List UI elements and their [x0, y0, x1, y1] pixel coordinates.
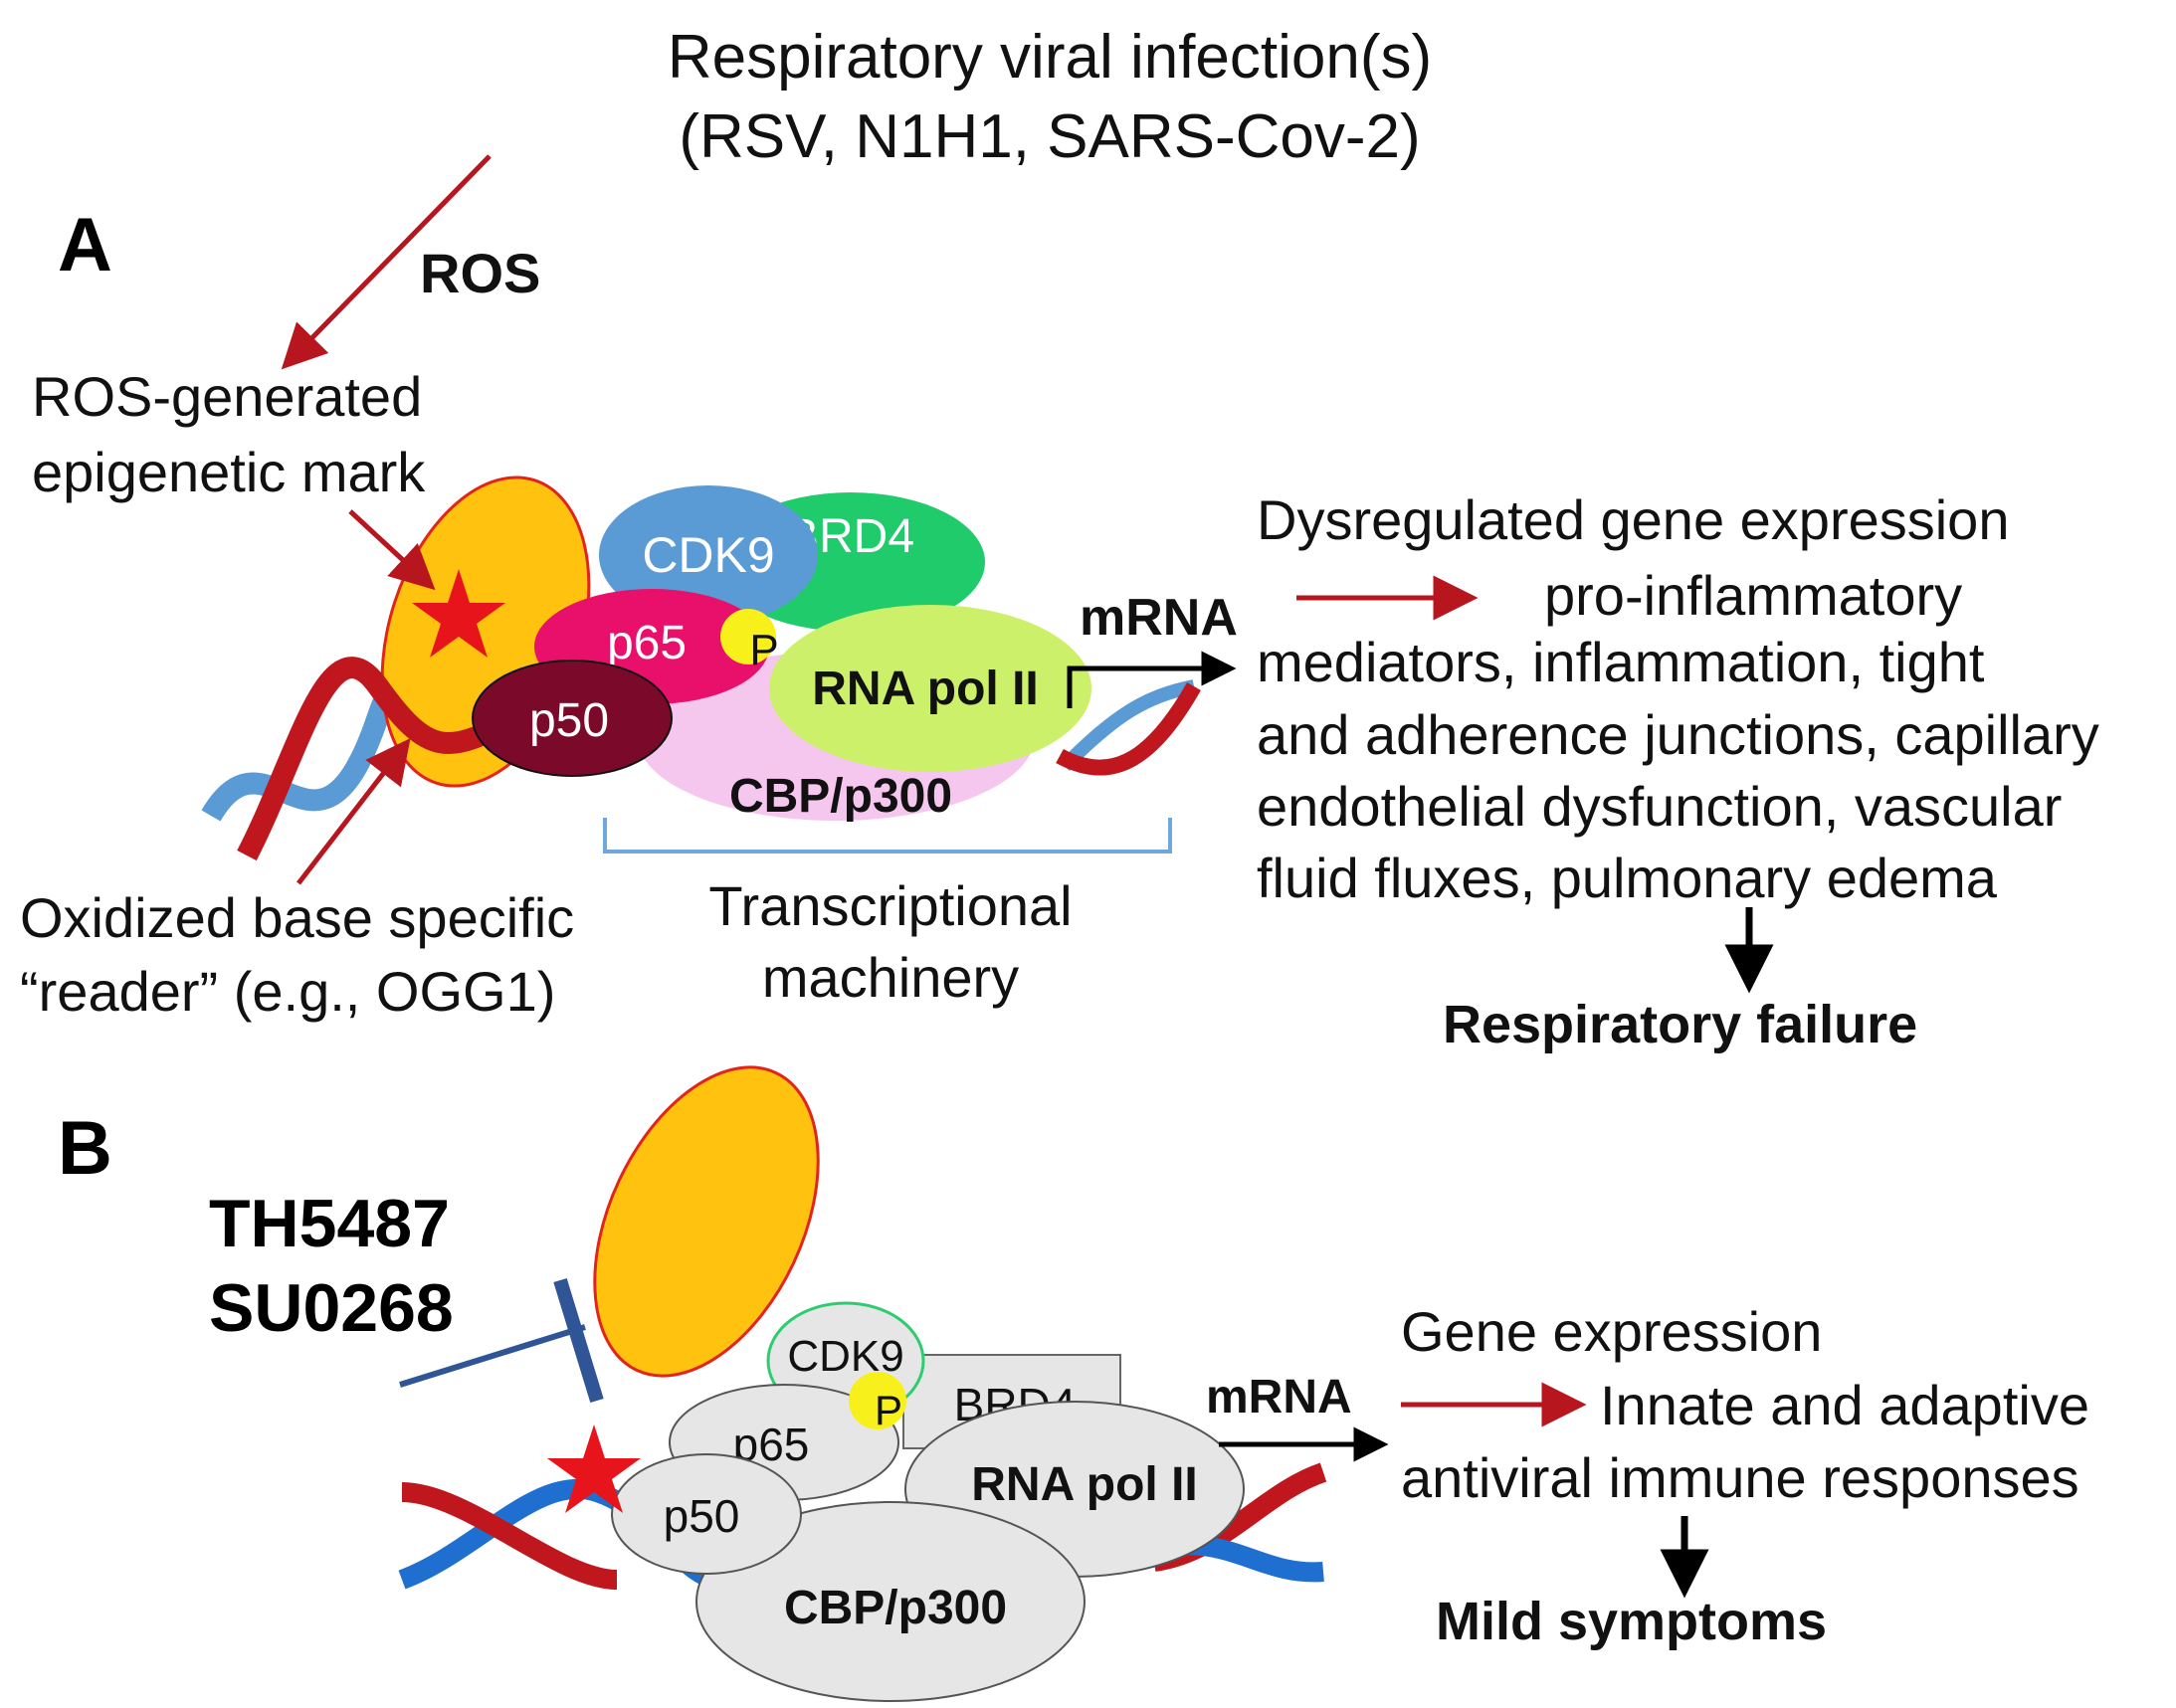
machinery-label-line-1: Transcriptional [708, 874, 1072, 937]
p50-a [472, 660, 673, 777]
machinery-bracket [603, 818, 1172, 854]
machinery-label-line-2: machinery [762, 946, 1019, 1009]
p65-label-a: p65 [607, 617, 687, 669]
mark-label-line-2: epigenetic mark [32, 441, 426, 503]
reader-label-line-1: Oxidized base specific [20, 886, 574, 949]
final-outcome-a: Respiratory failure [1443, 995, 1917, 1054]
rna-pol-ii-a [769, 605, 1091, 772]
reader-arrow [297, 738, 411, 885]
inhibitor-1: TH5487 [209, 1186, 450, 1261]
outcome-line-a-2: mediators, inflammation, tight [1257, 631, 1985, 693]
mrna-label-b: mRNA [1206, 1371, 1352, 1423]
header-line-1: Respiratory viral infection(s) [668, 23, 1432, 92]
p50-b [611, 1453, 802, 1575]
ros-label: ROS [420, 242, 540, 304]
reader-oval-b [593, 1065, 820, 1378]
reader-label-line-2: “reader” (e.g., OGG1) [20, 960, 555, 1023]
outcome-line-a-1: pro-inflammatory [1544, 564, 1962, 627]
cbp-p300-b [695, 1501, 1086, 1702]
oxidized-base-star-b [547, 1424, 641, 1513]
oxidized-base-star-a [412, 569, 505, 658]
phospho-b [849, 1372, 906, 1429]
transcription-arrow-a [1067, 651, 1237, 708]
p50-label-a: p50 [529, 694, 609, 747]
inhibition-symbol [399, 1277, 604, 1404]
outcome-line-a-3: and adherence junctions, capillary [1257, 703, 2099, 766]
cbp-label-a: CBP/p300 [729, 770, 952, 823]
phospho-label-b: P [875, 1387, 902, 1433]
panel-a-letter: A [58, 203, 112, 287]
outcome-line-a-5: fluid fluxes, pulmonary edema [1257, 847, 1998, 909]
mrna-label-a: mRNA [1080, 589, 1238, 647]
outcome-line-b-2: antiviral immune responses [1401, 1446, 2079, 1509]
cdk9-label-a: CDK9 [642, 527, 774, 583]
outcome-title-b: Gene expression [1401, 1300, 1822, 1363]
cbp-label-b: CBP/p300 [784, 1582, 1007, 1634]
dna-helix-a-left-red [237, 657, 523, 861]
final-outcome-b: Mild symptoms [1436, 1592, 1827, 1651]
phospho-label-a: P [749, 626, 778, 674]
phospho-a [720, 609, 776, 664]
mark-label-line-1: ROS-generated [32, 365, 422, 428]
rna-pol-label-b: RNA pol II [971, 1458, 1198, 1511]
outcome-line-a-4: endothelial dysfunction, vascular [1257, 775, 2062, 838]
p50-label-b: p50 [664, 1490, 740, 1542]
header-line-2: (RSV, N1H1, SARS-Cov-2) [679, 102, 1420, 171]
inhibitor-2: SU0268 [209, 1270, 454, 1346]
dna-helix-a-right [1056, 679, 1201, 776]
rna-pol-label-a: RNA pol II [812, 663, 1039, 715]
cdk9-label-b: CDK9 [787, 1332, 903, 1381]
mark-arrow [348, 509, 436, 591]
outcome-line-b-1: Innate and adaptive [1600, 1374, 2089, 1436]
panel-b-letter: B [58, 1106, 112, 1191]
outcome-title-a: Dysregulated gene expression [1257, 488, 2009, 551]
ros-arrow [281, 154, 492, 370]
